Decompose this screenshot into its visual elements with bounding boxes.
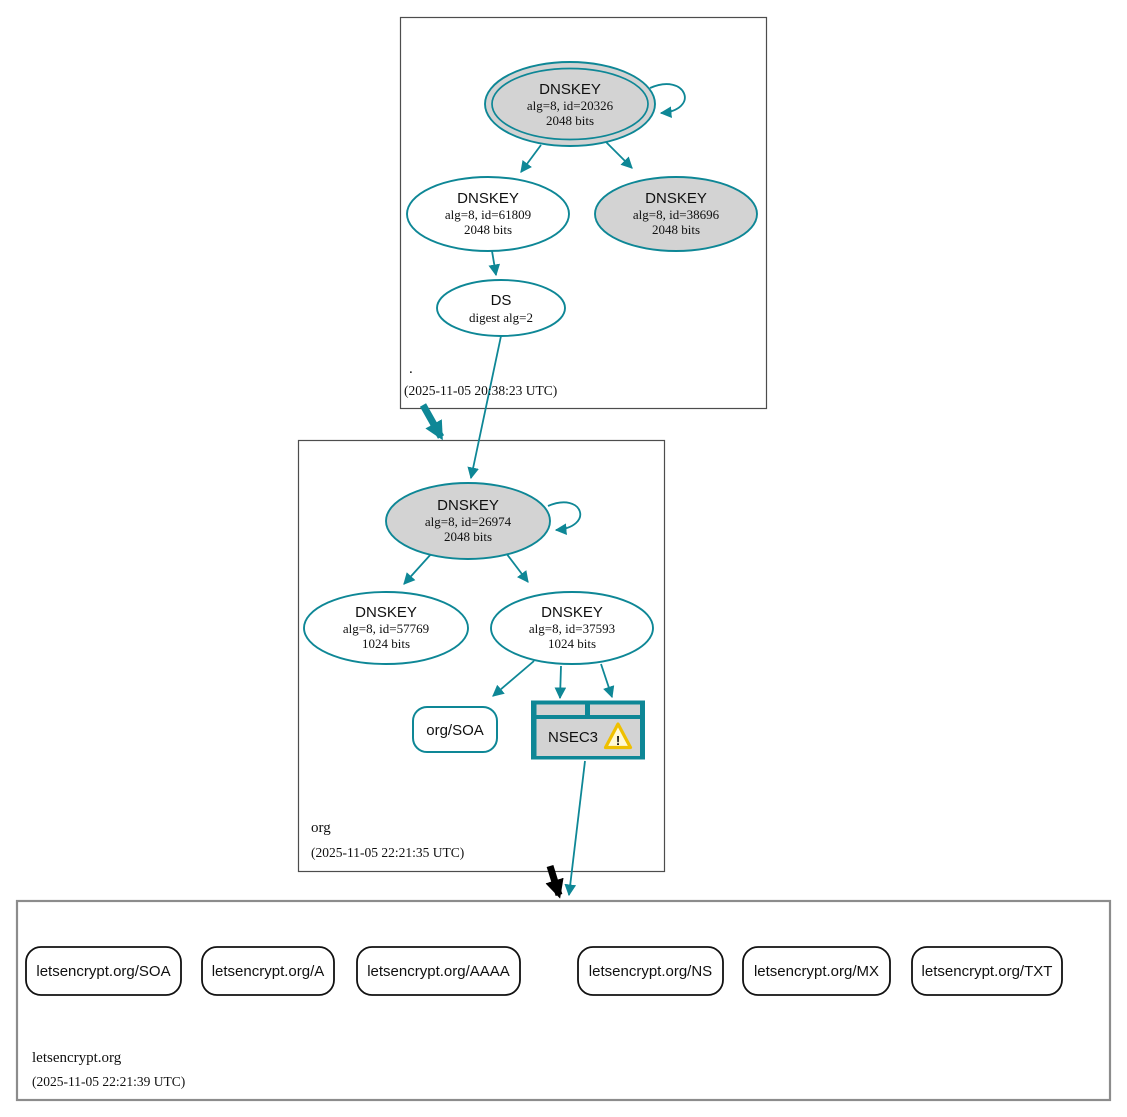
- edge-org-ksk-to-zsk-37593: [505, 552, 529, 583]
- rrset-label: letsencrypt.org/TXT: [922, 963, 1053, 980]
- rrset-label: letsencrypt.org/NS: [589, 963, 712, 980]
- insecure-delegation-arrow-org-to-letsencrypt: [545, 864, 564, 899]
- node-alg: alg=8, id=57769: [343, 621, 429, 636]
- node-title: DNSKEY: [539, 81, 601, 98]
- node-rrset-letsencrypt-aaaa[interactable]: letsencrypt.org/AAAA: [356, 946, 521, 996]
- node-org-dnskey-57769[interactable]: DNSKEY alg=8, id=57769 1024 bits: [303, 591, 469, 665]
- zone-box-letsencrypt: [15, 899, 1112, 1102]
- edge-zsk-37593-to-nsec3-left: [554, 665, 567, 700]
- node-org-nsec3[interactable]: NSEC3 !: [531, 700, 645, 760]
- node-org-dnskey-26974-ksk[interactable]: DNSKEY alg=8, id=26974 2048 bits: [385, 482, 551, 560]
- node-title: DS: [491, 292, 512, 309]
- node-rrset-letsencrypt-soa[interactable]: letsencrypt.org/SOA: [25, 946, 182, 996]
- zone-box-org: [297, 439, 666, 873]
- warning-exclamation: !: [616, 733, 620, 748]
- zone-timestamp-org: (2025-11-05 22:21:35 UTC): [311, 845, 464, 860]
- nsec3-rrsig-cell-left: [536, 704, 585, 715]
- node-digest: digest alg=2: [469, 310, 533, 325]
- zone-label-letsencrypt: letsencrypt.org: [32, 1050, 122, 1066]
- node-org-soa-rrset[interactable]: org/SOA: [412, 706, 498, 753]
- warning-triangle-icon: !: [603, 722, 633, 750]
- zone-timestamp-root: (2025-11-05 20:38:23 UTC): [404, 383, 557, 398]
- secure-delegation-arrow-root-to-org: [419, 403, 445, 441]
- edge-zsk-37593-to-nsec3-right: [600, 663, 615, 699]
- node-title: DNSKEY: [541, 604, 603, 621]
- node-alg: alg=8, id=20326: [527, 98, 614, 113]
- rrset-label: letsencrypt.org/AAAA: [367, 963, 510, 980]
- edge-root-ksk-to-key-38696: [604, 140, 633, 169]
- node-title: DNSKEY: [645, 190, 707, 207]
- node-alg: alg=8, id=26974: [425, 514, 512, 529]
- edge-root-ksk-self-sign-loop: [649, 83, 686, 119]
- zone-label-root: .: [409, 361, 413, 377]
- edge-ds-to-org-ksk: [467, 335, 502, 480]
- node-rrset-letsencrypt-ns[interactable]: letsencrypt.org/NS: [577, 946, 724, 996]
- rrset-label: org/SOA: [426, 722, 484, 739]
- node-root-dnskey-61809[interactable]: DNSKEY alg=8, id=61809 2048 bits: [406, 176, 570, 252]
- node-org-dnskey-37593[interactable]: DNSKEY alg=8, id=37593 1024 bits: [490, 591, 654, 665]
- node-bits: 2048 bits: [444, 529, 492, 544]
- node-rrset-letsencrypt-txt[interactable]: letsencrypt.org/TXT: [911, 946, 1063, 996]
- node-bits: 1024 bits: [362, 636, 410, 651]
- nsec3-rrsig-cell-right: [590, 704, 640, 715]
- node-bits: 2048 bits: [464, 222, 512, 237]
- edge-zsk-37593-to-org-soa: [492, 660, 535, 697]
- node-root-ds[interactable]: DS digest alg=2: [436, 279, 566, 337]
- node-root-dnskey-20326-ksk[interactable]: DNSKEY alg=8, id=20326 2048 bits: [484, 61, 656, 147]
- zone-timestamp-letsencrypt: (2025-11-05 22:21:39 UTC): [32, 1074, 185, 1089]
- node-root-dnskey-38696[interactable]: DNSKEY alg=8, id=38696 2048 bits: [594, 176, 758, 252]
- edge-org-ksk-self-sign-loop: [547, 501, 582, 536]
- node-rrset-letsencrypt-mx[interactable]: letsencrypt.org/MX: [742, 946, 891, 996]
- node-rrset-letsencrypt-a[interactable]: letsencrypt.org/A: [201, 946, 335, 996]
- zone-box-root: [399, 16, 768, 410]
- rrset-label: letsencrypt.org/MX: [754, 963, 879, 980]
- node-title: DNSKEY: [355, 604, 417, 621]
- node-bits: 2048 bits: [652, 222, 700, 237]
- zone-label-org: org: [311, 820, 331, 836]
- nsec3-label: NSEC3: [548, 729, 598, 746]
- edge-nsec3-to-letsencrypt-zone: [564, 760, 586, 897]
- node-alg: alg=8, id=37593: [529, 621, 615, 636]
- node-alg: alg=8, id=61809: [445, 207, 531, 222]
- edge-zsk-61809-to-ds: [488, 250, 501, 277]
- node-bits: 2048 bits: [546, 113, 594, 128]
- edge-org-ksk-to-zsk-57769: [403, 552, 433, 585]
- edge-root-ksk-to-zsk-61809: [520, 144, 542, 173]
- node-title: DNSKEY: [457, 190, 519, 207]
- node-bits: 1024 bits: [548, 636, 596, 651]
- rrset-label: letsencrypt.org/SOA: [36, 963, 170, 980]
- node-alg: alg=8, id=38696: [633, 207, 720, 222]
- rrset-label: letsencrypt.org/A: [212, 963, 325, 980]
- node-title: DNSKEY: [437, 497, 499, 514]
